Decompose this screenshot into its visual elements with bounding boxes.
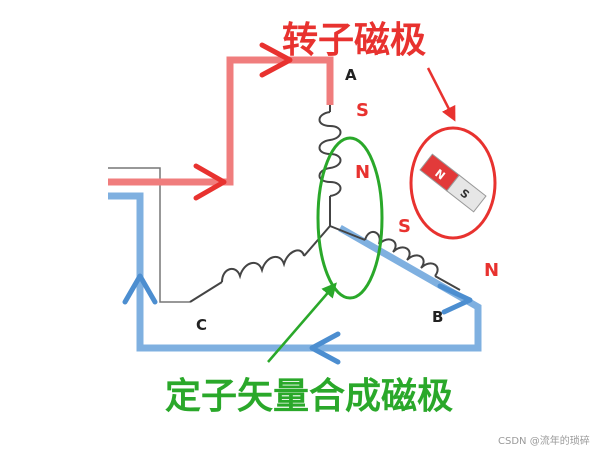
red-arrow-left bbox=[193, 163, 227, 201]
stator-pole-title: 定子矢量合成磁极 bbox=[165, 376, 453, 417]
red-arrow-top bbox=[259, 42, 293, 78]
label-s-right: S bbox=[398, 216, 411, 237]
bar-magnet-icon: N S bbox=[419, 153, 487, 213]
blue-arrow-right bbox=[437, 283, 473, 315]
rotor-pole-title: 转子磁极 bbox=[282, 20, 426, 61]
stator-pole-ellipse bbox=[316, 136, 384, 300]
blue-arrow-up bbox=[122, 273, 158, 305]
blue-arrow-bottom bbox=[309, 331, 341, 365]
label-s-top: S bbox=[356, 100, 369, 121]
watermark: CSDN @流年的琐碎 bbox=[498, 434, 590, 447]
coil-c bbox=[189, 225, 331, 303]
label-n-mid: N bbox=[355, 162, 370, 183]
red-current-path bbox=[108, 56, 334, 186]
phase-c-wire bbox=[108, 167, 190, 303]
rotor-pole-ellipse bbox=[409, 126, 497, 240]
rotor-pointer-arrow bbox=[426, 67, 456, 122]
label-phase-a: A bbox=[345, 66, 357, 84]
stator-pointer-arrow bbox=[267, 282, 337, 363]
label-phase-c: C bbox=[196, 316, 207, 334]
label-n-right: N bbox=[484, 260, 499, 281]
coil-a bbox=[318, 105, 342, 226]
label-phase-b: B bbox=[432, 308, 443, 326]
